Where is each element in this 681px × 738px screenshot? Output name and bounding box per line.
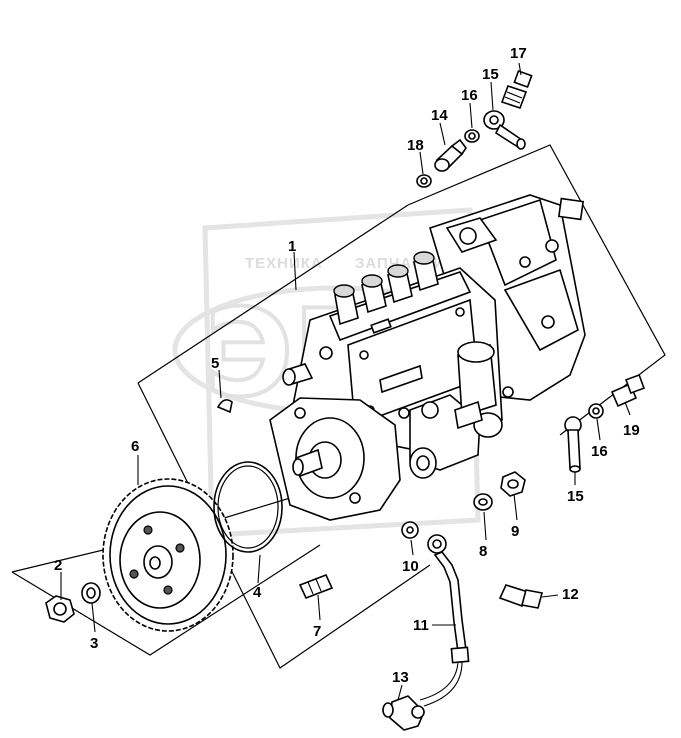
nut-9 (500, 471, 526, 497)
callout-15-top: 15 (482, 66, 499, 83)
key-5 (216, 399, 233, 414)
washer-16-lower (588, 403, 604, 419)
washer-3 (81, 582, 101, 604)
banjo-fitting-15-lower (564, 416, 582, 473)
callout-12: 12 (562, 586, 579, 603)
callout-4: 4 (253, 584, 262, 601)
injection-pump-1 (269, 194, 586, 521)
washer-8 (473, 493, 493, 511)
callout-15-lower: 15 (567, 488, 584, 505)
drive-gear-6 (102, 478, 234, 632)
fuel-hose-11 (419, 534, 470, 707)
stud-7 (298, 573, 334, 600)
callout-13: 13 (392, 669, 409, 686)
seal-ring-18 (416, 174, 432, 188)
callout-16-lower: 16 (591, 443, 608, 460)
o-ring-4 (213, 461, 283, 553)
callout-16-top: 16 (461, 87, 478, 104)
valve-14 (434, 138, 467, 172)
washer-16-top (464, 129, 480, 143)
nut-2 (45, 595, 75, 623)
banjo-fitting-15 (483, 110, 526, 150)
elbow-fitting-13 (382, 695, 425, 731)
callout-18: 18 (407, 137, 424, 154)
callout-5: 5 (211, 355, 219, 372)
callout-11: 11 (413, 617, 429, 634)
callout-7: 7 (313, 623, 321, 640)
washer-10 (401, 521, 419, 539)
callout-8: 8 (479, 543, 487, 560)
callout-9: 9 (511, 523, 519, 540)
delivery-valves (333, 251, 439, 326)
callout-labels: 1 2 3 4 5 6 7 8 9 10 11 12 13 14 15 15 1… (54, 45, 640, 686)
callout-2: 2 (54, 557, 62, 574)
watermark-line1: ТЕХНИКА (245, 255, 323, 272)
banjo-bolt-19 (610, 374, 645, 408)
callout-14: 14 (431, 107, 448, 124)
callout-17: 17 (510, 45, 527, 62)
callout-19: 19 (623, 422, 640, 439)
callout-6: 6 (131, 438, 139, 455)
callout-10: 10 (402, 558, 419, 575)
callout-3: 3 (90, 635, 98, 652)
banjo-bolt-17 (500, 69, 533, 110)
bolt-12 (498, 584, 543, 609)
callout-1: 1 (288, 238, 296, 255)
leader-lines (60, 62, 631, 701)
